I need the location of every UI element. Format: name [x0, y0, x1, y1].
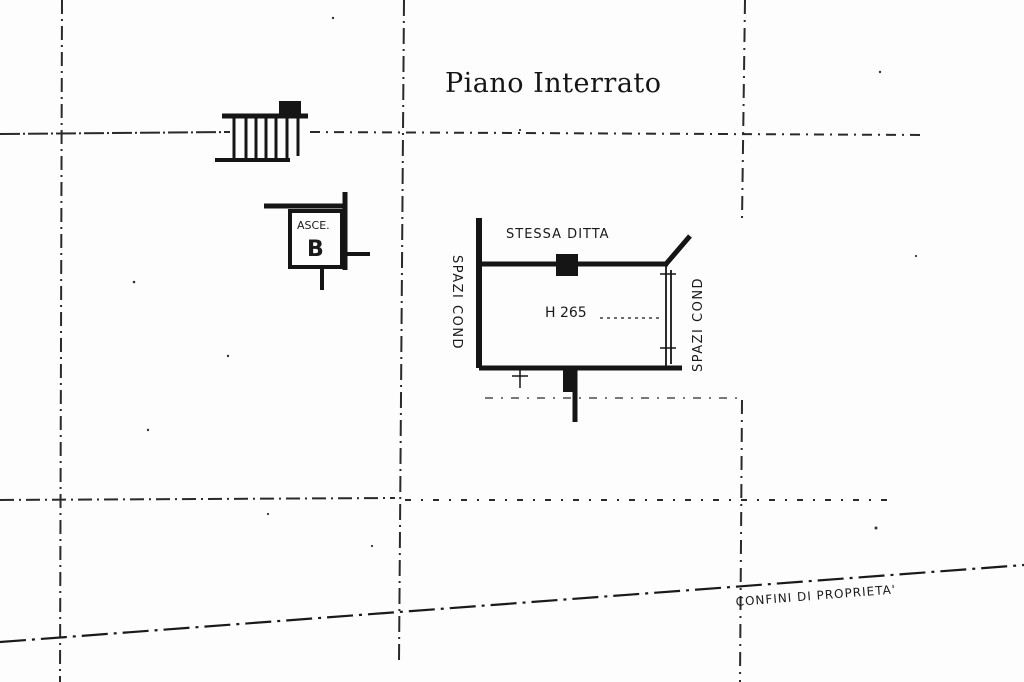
elevator-label: ASCE.: [297, 219, 330, 232]
grid-line-v2: [398, 0, 405, 663]
grid-line-v4: [739, 399, 743, 682]
common-spaces-right-label: SPAZI COND: [691, 277, 706, 372]
unit-wall-diagonal: [664, 234, 692, 266]
height-label: H 265: [545, 305, 587, 321]
grid-line-v3: [741, 0, 746, 221]
scan-specks: [132, 16, 918, 548]
property-boundary-label: CONFINI DI PROPRIETA': [735, 582, 896, 609]
elevator-shaft: [264, 192, 370, 290]
same-company-label: STESSA DITTA: [506, 227, 610, 242]
grid-lines: [0, 0, 926, 682]
common-spaces-left-label: SPAZI COND: [449, 255, 464, 350]
grid-line-h2: [309, 131, 926, 136]
staircase-symbol: [215, 101, 308, 162]
grid-line-h1: [0, 131, 231, 135]
structural-pillar-top: [556, 254, 578, 276]
structural-pillar-bottom: [563, 368, 577, 392]
property-boundary-line: [0, 563, 1024, 644]
grid-line-v1: [59, 0, 63, 682]
grid-line-h3: [0, 497, 396, 501]
elevator-letter: B: [307, 237, 324, 262]
plan-title: Piano Interrato: [445, 68, 662, 99]
